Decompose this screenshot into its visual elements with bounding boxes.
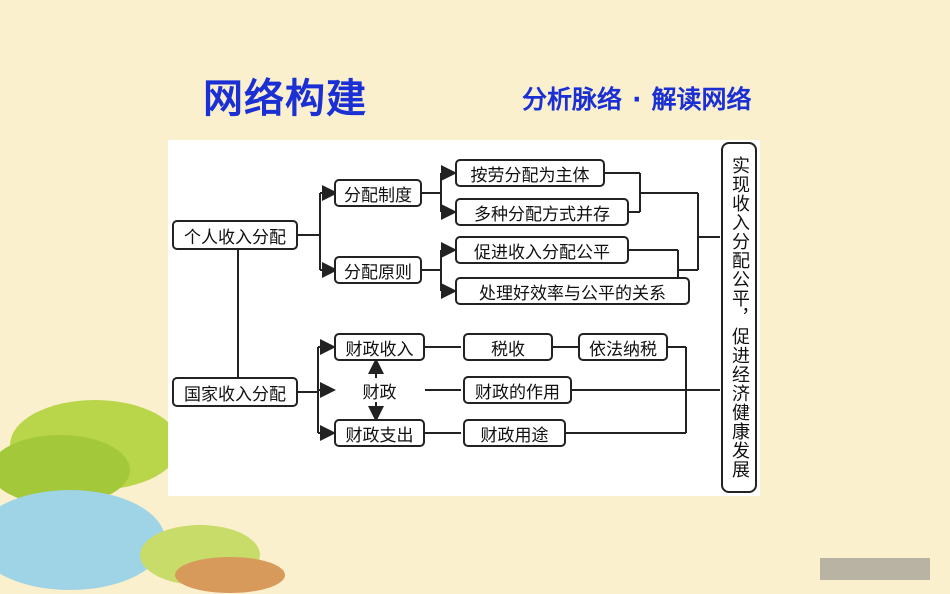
node-multiple-methods-coexist: 多种分配方式并存 [455,198,629,226]
node-pay-tax-by-law: 依法纳税 [578,333,668,361]
node-labor-main-body: 按劳分配为主体 [455,159,605,187]
node-fiscal-income: 财政收入 [334,333,425,361]
subtitle-left: 分析脉络 [522,85,623,114]
node-fiscal-role: 财政的作用 [463,376,572,404]
subtitle-right: 解读网络 [651,85,752,114]
node-national-income-distribution: 国家收入分配 [172,377,298,407]
node-fiscal-use: 财政用途 [463,419,566,447]
node-fiscal: 财政 [362,382,397,403]
page-subtitle: 分析脉络 · 解读网络 [522,80,752,116]
node-distribution-system: 分配制度 [334,179,422,207]
concept-map-panel: 个人收入分配 国家收入分配 分配制度 分配原则 按劳分配为主体 多种分配方式并存… [168,140,760,496]
node-distribution-principle: 分配原则 [334,256,422,284]
node-tax: 税收 [463,333,553,361]
node-promote-fairness: 促进收入分配公平 [455,236,629,264]
subtitle-separator: · [632,85,642,114]
page-title: 网络构建 [203,76,367,122]
node-goal: 实现收入分配公平，促进经济健康发展 [721,142,757,493]
node-efficiency-fairness: 处理好效率与公平的关系 [455,277,690,305]
node-fiscal-expenditure: 财政支出 [334,419,425,447]
node-personal-income-distribution: 个人收入分配 [172,220,298,250]
connector-lines [237,165,720,441]
